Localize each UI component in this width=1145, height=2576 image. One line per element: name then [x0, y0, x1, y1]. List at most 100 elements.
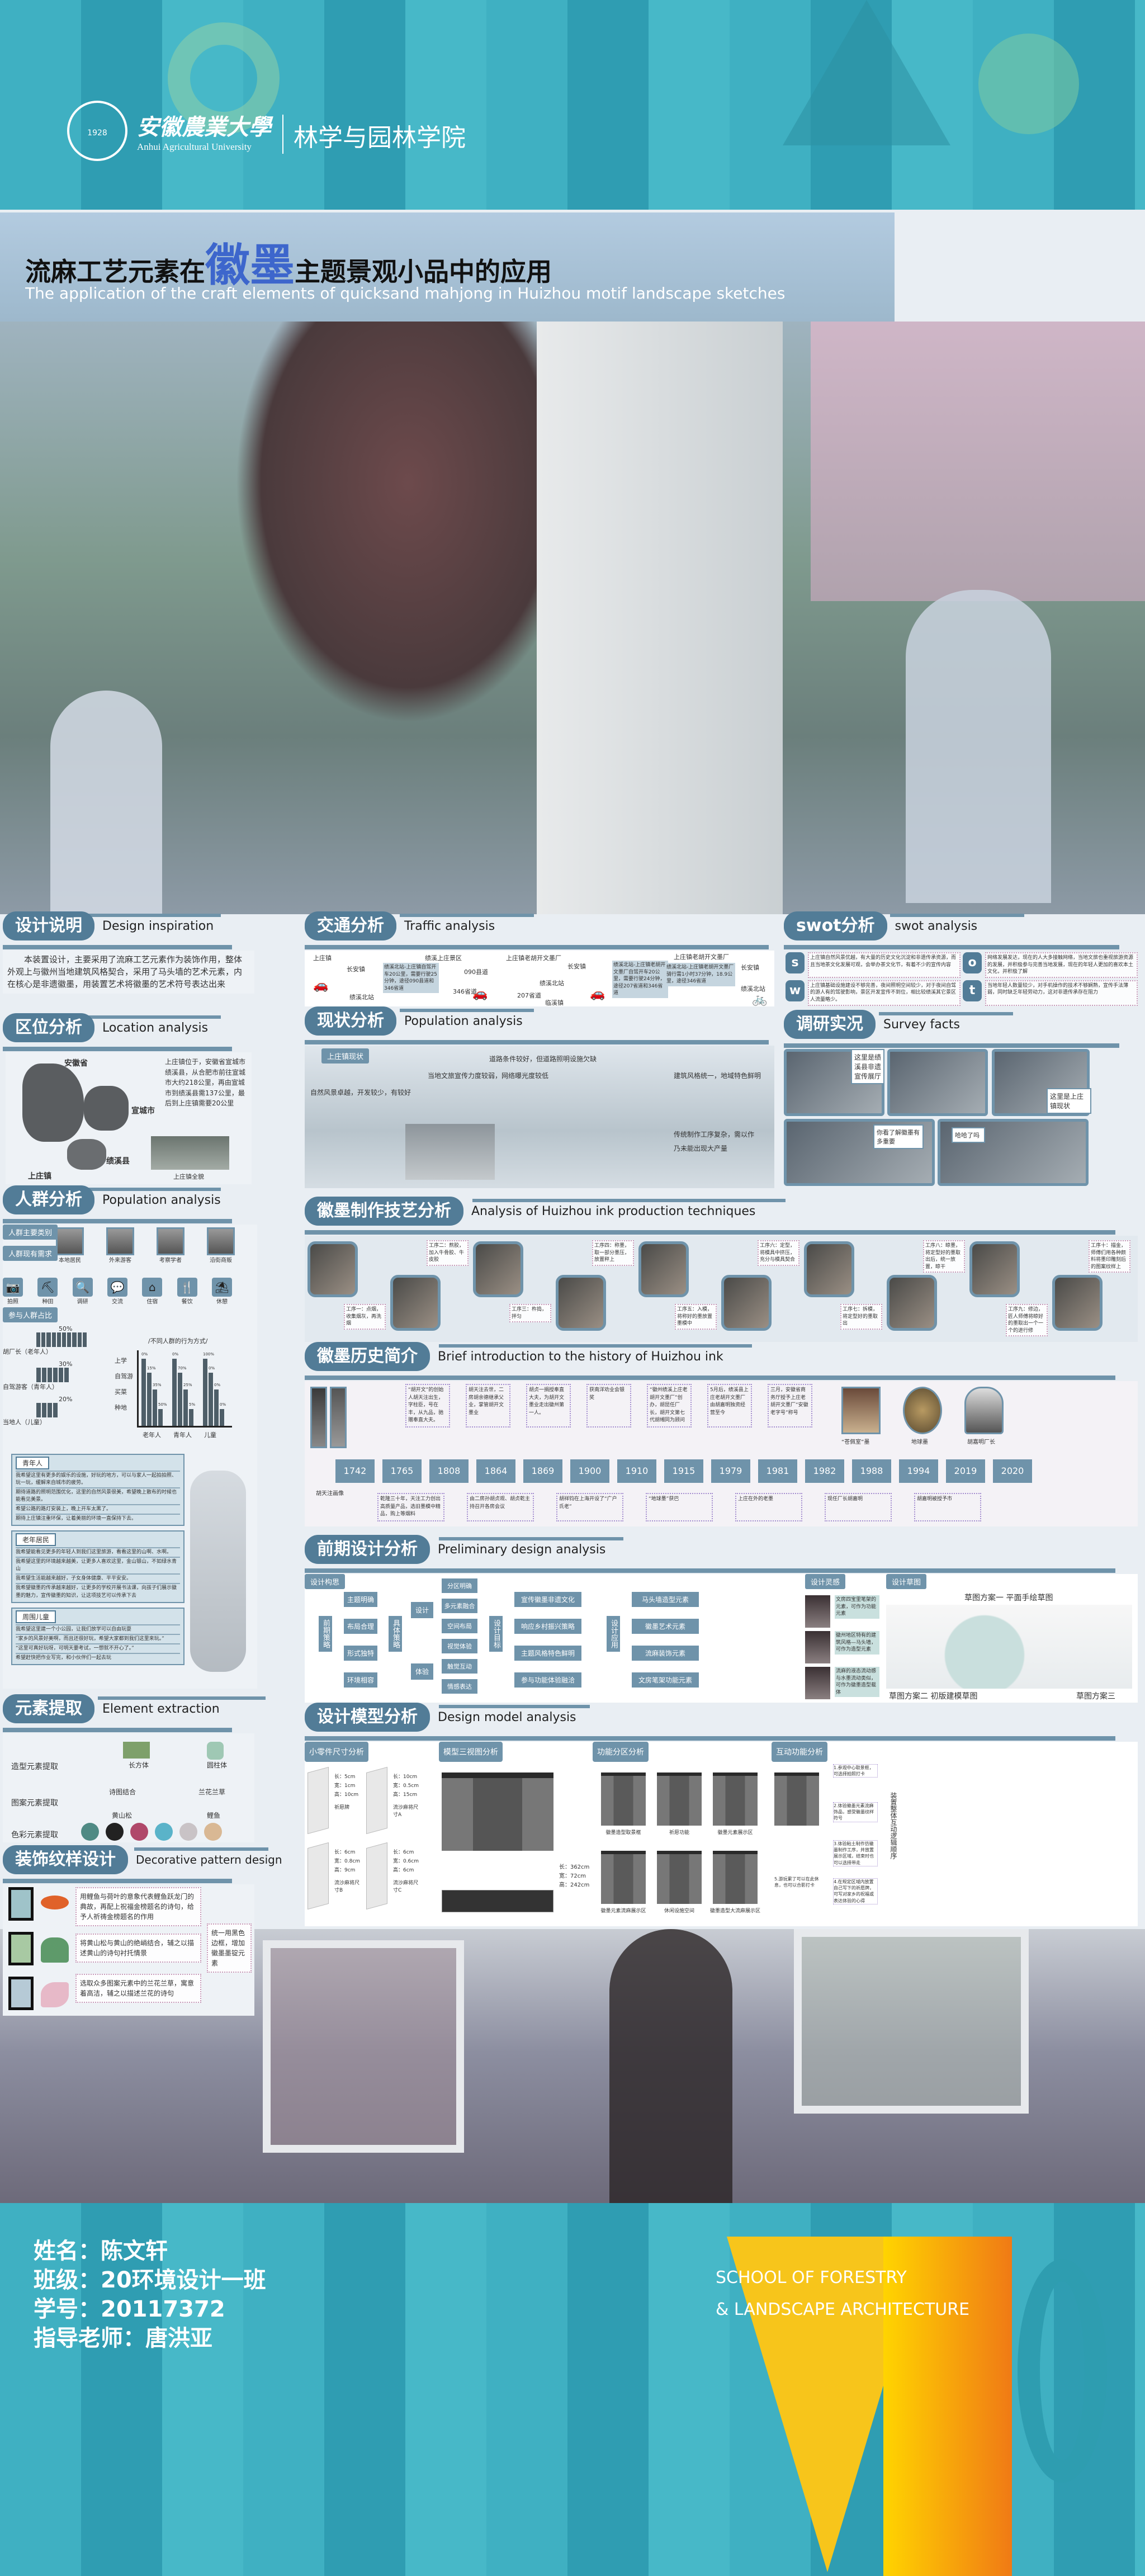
survey-photos: 这里是绩溪县非遗宣传展厅 这里是上庄镇现状 你看了解徽墨有多重要 哈哈了吗	[784, 1049, 1142, 1192]
person-type: 外来游客	[106, 1227, 134, 1264]
voice-line: 我希望生活能越来越好，子女身体健康、平平安安。	[16, 1573, 180, 1583]
decor-bar	[883, 2237, 1012, 2576]
craft-photo	[556, 1275, 606, 1331]
bar	[183, 1389, 188, 1426]
village-photo	[405, 1124, 495, 1180]
interaction-step: 5.游玩累了可以在此休息，也可以合影打卡	[774, 1877, 819, 1888]
share-block	[67, 1332, 72, 1347]
car-icon: 🚗	[313, 979, 329, 992]
interaction-vertical-label: 装置整体互动逻辑顺序	[889, 1792, 897, 1859]
share-block	[46, 1332, 51, 1347]
place-label: 绩溪上庄景区	[425, 954, 462, 962]
share-row: 20%当地人（儿童）	[3, 1396, 87, 1426]
element-result: 兰花兰草	[198, 1788, 226, 1796]
need-label: 休憩	[216, 1299, 228, 1305]
poster-title: 流麻工艺元素在徽墨主题景观小品中的应用	[25, 229, 552, 294]
craft-photo	[473, 1241, 523, 1297]
history-note: 获南洋劝业会银奖	[586, 1384, 631, 1428]
part-dim: 长：6cm	[393, 1850, 414, 1855]
search-icon: 🔍	[72, 1278, 93, 1297]
element-row-label: 色彩元素提取	[11, 1831, 58, 1840]
share-bars: 50%胡厂长（老年人） 30% 自驾游客（青年人） 20%当地人（儿童）	[3, 1325, 87, 1431]
share-name: 自驾游客（青年人）	[3, 1383, 58, 1391]
strategy-head: 设计目标	[489, 1616, 503, 1652]
poster-subtitle: The application of the craft elements of…	[25, 284, 786, 302]
person-photo	[56, 1227, 84, 1255]
strategy-item: 环境相容	[344, 1672, 377, 1688]
strategy-item: 情感表达	[442, 1679, 477, 1694]
color-swatch	[155, 1823, 173, 1841]
pine-motif	[41, 1937, 69, 1963]
bar	[214, 1389, 219, 1426]
voice-line: 期待上庄镇注重环保，让着美丽的环境一直保持下去。	[16, 1514, 180, 1523]
x-tick-label: 老年人	[143, 1431, 161, 1439]
section-title: 区位分析	[3, 1013, 94, 1042]
voice-line: 希望公路的路灯安装上，晚上开车太黑了。	[16, 1504, 180, 1514]
advisor: 指导老师：唐洪亚	[34, 2326, 212, 2351]
visitor-silhouette	[906, 590, 1051, 903]
decor-tree	[783, 0, 950, 145]
cylinder-shape	[207, 1742, 224, 1760]
need-item: 🔍调研	[72, 1278, 93, 1305]
voice-line: 我希望徽墨的传承越来越好，让更多的学校开展书法课，向孩子们展示徽墨的魅力，宣传徽…	[16, 1583, 180, 1600]
person-type: 本地居民	[56, 1227, 84, 1264]
ink-photo	[841, 1387, 881, 1434]
globe-ink-photo	[903, 1387, 942, 1434]
share-pct: 30%	[59, 1360, 73, 1368]
strategy-item: 布局合理	[344, 1619, 377, 1634]
inspiration-note: 文房四宝里笔架的元素，可作为功能元素	[835, 1595, 879, 1619]
person-type-label: 本地居民	[59, 1258, 81, 1264]
voice-line: 我希望能看见更多的年轻人到我们这里旅游，看看这里的山啊、水啊。	[16, 1547, 180, 1557]
student-id: 学号：20117372	[34, 2296, 225, 2322]
bar	[220, 1409, 224, 1426]
share-row: 50%胡厂长（老年人）	[3, 1325, 87, 1356]
part-dim: 高：10cm	[334, 1792, 359, 1798]
tag-types: 人群主要类别	[3, 1225, 58, 1240]
color-swatch	[81, 1823, 99, 1841]
bar-label: 50%	[158, 1402, 167, 1407]
share-block	[59, 1368, 63, 1382]
voice-line: “这里可真好玩呀，可明天要考试，一想就不开心了。”	[16, 1643, 180, 1653]
anhui-map	[22, 1064, 84, 1142]
status-note: 自然风景卓越，开发较少，有较好	[310, 1089, 411, 1096]
element-result: 圆柱体	[207, 1761, 228, 1769]
map-label: 上庄镇	[28, 1172, 51, 1181]
place-label: 090县道	[464, 968, 488, 976]
place-label: 207省道	[517, 992, 541, 999]
overall-dim: 长：362cm	[559, 1864, 590, 1870]
voice-line: 我希望这里建一个小公园，让我们放学可以自由玩耍	[16, 1624, 180, 1634]
location-map: 安徽省 宣城市 绩溪县 上庄镇 上庄镇位于，安徽省宣城市绩溪县，从合肥市前往宣城…	[6, 1052, 252, 1184]
bar-label: 0%	[141, 1352, 148, 1356]
bar-label: 100%	[203, 1352, 215, 1356]
chart-title: /不同人群的行为方式/	[148, 1337, 208, 1345]
part-drawing	[307, 1842, 329, 1910]
place-label: 上庄镇老胡开文墨厂	[506, 954, 561, 962]
bar	[178, 1373, 182, 1426]
craft-step: 工序二：熬胶，加入牛骨胶、牛皮胶	[427, 1240, 469, 1266]
pattern-note: 选取众多图案元素中的兰花兰草，寓意着高洁，辅之以描述兰花的诗句	[75, 1974, 201, 2003]
year-1742: 1742	[335, 1459, 375, 1483]
part-name: 流沙麻将尺寸A	[393, 1805, 419, 1818]
share-bar	[36, 1332, 87, 1347]
history-note: 由二房孙胡贞观、胡贞乾主持召开各房会议	[467, 1493, 534, 1521]
zone-label: 徽墨元素展示区	[717, 1830, 753, 1836]
prelim-panel: 设计构思设计灵感设计草图前期策略主题明确布局合理形式独特环境相容具体策略设计体验…	[305, 1574, 1138, 1703]
bar-label: 35%	[153, 1383, 162, 1387]
history-note: 三月，安徽省商务厅授予上庄老胡开文墨厂“安徽老字号”称号	[768, 1384, 812, 1428]
bar-label: 0%	[214, 1383, 221, 1387]
tag-concept: 设计构思	[305, 1574, 346, 1589]
student-class: 班级：20环境设计一班	[34, 2267, 266, 2293]
section-title: 装饰纹样设计	[3, 1845, 128, 1874]
zone-render	[657, 1773, 702, 1826]
school-name-en: SCHOOL OF FORESTRY & LANDSCAPE ARCHITECT…	[716, 2262, 969, 2326]
section-title-en: Traffic analysis	[404, 919, 495, 933]
strategy-item: 触觉互动	[442, 1659, 477, 1674]
part-dim: 长：6cm	[334, 1850, 356, 1855]
need-item: 💬交流	[107, 1278, 127, 1305]
person-type-label: 考察学者	[159, 1258, 182, 1264]
